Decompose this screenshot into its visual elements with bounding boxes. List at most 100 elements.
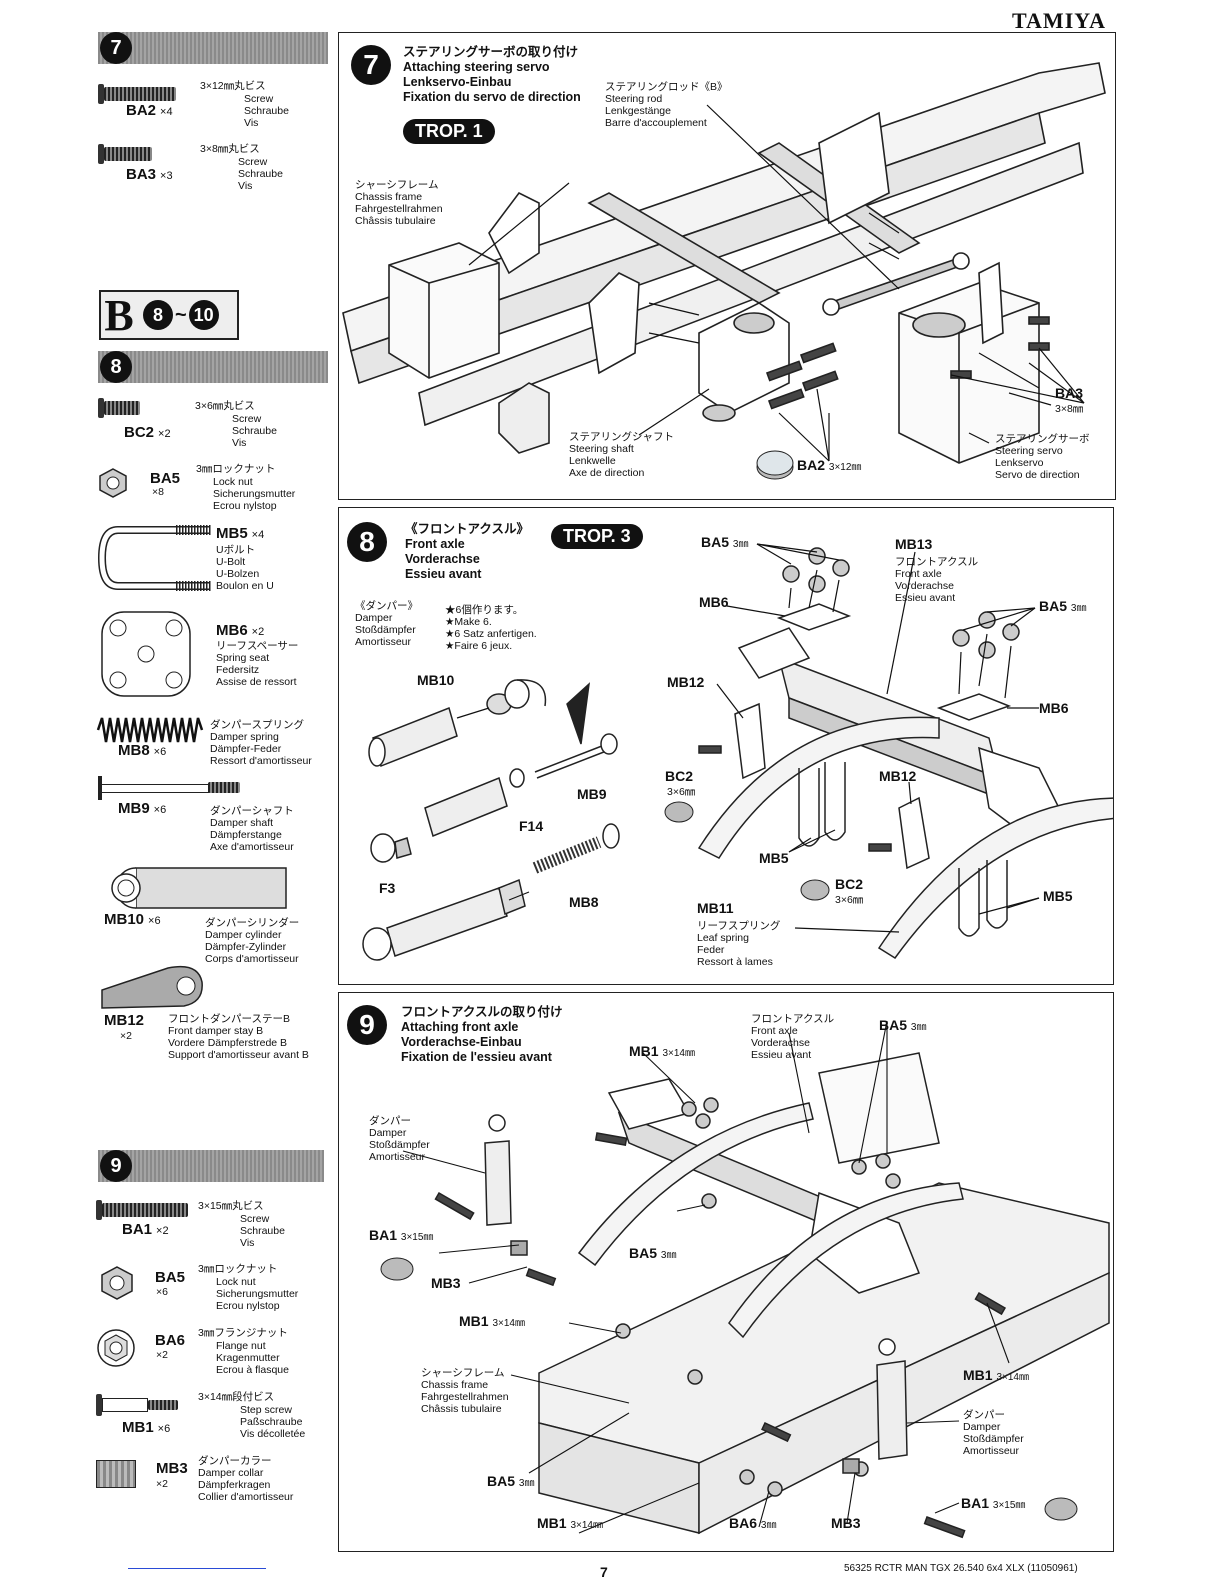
ba1-thread-icon xyxy=(102,1203,188,1217)
mb1-shank-icon xyxy=(102,1398,148,1412)
chassis-frame-label: シャーシフレーム Chassis frame Fahrgestellrahmen… xyxy=(355,179,443,227)
mb8-desc: ダンパースプリング Damper spring Dämpfer-Feder Re… xyxy=(210,719,312,767)
bc2-size: 3×6㎜丸ビス xyxy=(195,400,255,412)
mb5-code: MB5×4 xyxy=(216,525,265,542)
mb12-stay-icon xyxy=(101,965,203,1009)
side-step7-badge: 7 xyxy=(100,32,132,64)
step7-trop-badge: TROP. 1 xyxy=(403,119,495,144)
ba5-bottom-callout: BA5 3㎜ xyxy=(487,1473,535,1489)
mb8-label: MB8 xyxy=(569,894,599,910)
step9-title: フロントアクスルの取り付け Attaching front axle Vorde… xyxy=(401,1005,563,1064)
step8-title: 《フロントアクスル》 Front axle Vorderachse Essieu… xyxy=(405,522,530,581)
mb13-desc: フロントアクスル Front axle Vorderachse Essieu a… xyxy=(895,556,979,604)
ba5-mid-callout: BA5 3㎜ xyxy=(629,1245,677,1261)
ba3-callout: BA3 xyxy=(1055,385,1084,401)
step9-panel: 9 フロントアクスルの取り付け Attaching front axle Vor… xyxy=(338,992,1114,1552)
ba3-thread-icon xyxy=(104,147,152,161)
ba5b-desc: Lock nut Sicherungsmutter Ecrou nylstop xyxy=(216,1276,299,1312)
step8-badge: 8 xyxy=(347,522,387,562)
side-step7-header xyxy=(98,32,328,64)
bc2-label-right: BC2 xyxy=(835,876,864,892)
ba3-size: 3×8㎜丸ビス xyxy=(200,143,260,155)
ba6-desc: Flange nut Kragenmutter Ecrou à flasque xyxy=(216,1340,289,1376)
bc2-size-left: 3×6㎜ xyxy=(667,786,696,798)
step7-title: ステアリングサーボの取り付け Attaching steering servo … xyxy=(403,45,581,104)
ba5-top-callout: BA5 3㎜ xyxy=(701,534,749,550)
mb6-spring-seat-icon xyxy=(101,611,191,697)
ba1-screw-icon xyxy=(96,1200,102,1220)
ba6-code: BA6 xyxy=(155,1332,186,1349)
f14-label: F14 xyxy=(519,818,544,834)
ba5-size: 3㎜ロックナット xyxy=(196,463,276,475)
steering-shaft-label: ステアリングシャフト Steering shaft Lenkwelle Axe … xyxy=(569,431,674,479)
ba2-screw-icon xyxy=(98,84,104,104)
ba6-flange-nut-icon xyxy=(97,1329,135,1367)
damper-label-right: ダンパー Damper Stoßdämpfer Amortisseur xyxy=(963,1409,1024,1457)
step8-trop-badge: TROP. 3 xyxy=(551,524,643,549)
mb6-label-left: MB6 xyxy=(699,594,729,610)
mb1-desc: Step screw Paßschraube Vis décolletée xyxy=(240,1404,306,1440)
mb12-qty: ×2 xyxy=(120,1030,132,1042)
steering-rod-label: ステアリングロッド《B》 Steering rod Lenkgestänge B… xyxy=(605,81,728,129)
mb6-label-right: MB6 xyxy=(1039,700,1069,716)
mb1-code: MB1×6 xyxy=(122,1419,171,1436)
mb6-code: MB6×2 xyxy=(216,622,265,639)
mb3-desc: ダンパーカラー Damper collar Dämpferkragen Coll… xyxy=(198,1455,294,1503)
damper-label-left: ダンパー Damper Stoßdämpfer Amortisseur xyxy=(369,1115,430,1163)
step8-panel: 8 《フロントアクスル》 Front axle Vorderachse Essi… xyxy=(338,507,1114,985)
ba2-size: 3×12㎜丸ビス xyxy=(200,80,266,92)
bc2-label-left: BC2 xyxy=(665,768,694,784)
mb10-code: MB10×6 xyxy=(104,911,161,928)
mb8-spring-icon xyxy=(96,717,204,743)
make-six-note: ★6個作ります。 ★Make 6. ★6 Satz anfertigen. ★F… xyxy=(445,604,537,652)
ba5-code: BA5 xyxy=(150,470,181,487)
page-number: 7 xyxy=(600,1564,608,1580)
mb9-label: MB9 xyxy=(577,786,607,802)
mb10-cylinder-icon xyxy=(111,867,287,909)
mb12-label-left: MB12 xyxy=(667,674,705,690)
parts-bag-range: B 8 ~ 10 xyxy=(99,290,239,340)
mb12-desc: フロントダンパーステーB Front damper stay B Vordere… xyxy=(168,1013,309,1061)
mb1-callout-top: MB1 3×14㎜ xyxy=(629,1043,695,1059)
ba1-desc: Screw Schraube Vis xyxy=(240,1213,285,1249)
side-step9-badge: 9 xyxy=(100,1150,132,1182)
mb1-thread-icon xyxy=(148,1400,178,1410)
mb10-desc: ダンパーシリンダー Damper cylinder Dämpfer-Zylind… xyxy=(205,917,300,965)
side-step8-header xyxy=(98,351,328,383)
mb5-ubolt-icon xyxy=(98,525,212,591)
f3-label: F3 xyxy=(379,880,396,896)
mb11-desc: リーフスプリング Leaf spring Feder Ressort à lam… xyxy=(697,920,781,968)
bag-letter: B xyxy=(104,290,134,340)
ba5b-code: BA5 xyxy=(155,1269,186,1286)
ba5-lock-nut-icon xyxy=(101,1266,133,1300)
brand-logo: TAMIYA xyxy=(1012,8,1107,33)
mb8-code: MB8×6 xyxy=(118,742,167,759)
mb5-label-left: MB5 xyxy=(759,850,789,866)
step8-assembly-drawing xyxy=(362,543,1113,961)
mb12-code: MB12 xyxy=(104,1012,145,1029)
mb5-desc: Uボルト U-Bolt U-Bolzen Boulon en U xyxy=(216,544,274,592)
mb12-label-right: MB12 xyxy=(879,768,917,784)
mb3-callout-left: MB3 xyxy=(431,1275,461,1291)
front-axle-label: フロントアクスル Front axle Vorderachse Essieu a… xyxy=(751,1013,835,1061)
ba3-screw-icon xyxy=(98,144,104,164)
bc2-size-right: 3×6㎜ xyxy=(835,894,864,906)
ba3-desc: Screw Schraube Vis xyxy=(238,156,283,192)
mb3-callout-bottom: MB3 xyxy=(831,1515,861,1531)
side-step8-badge: 8 xyxy=(100,351,132,383)
mb3-qty: ×2 xyxy=(156,1478,168,1490)
mb1-callout-bottom: MB1 3×14㎜ xyxy=(537,1515,603,1531)
mb3-collar-icon xyxy=(96,1460,136,1488)
step9-badge: 9 xyxy=(347,1005,387,1045)
mb11-label: MB11 xyxy=(697,900,734,916)
mb9-desc: ダンパーシャフト Damper shaft Dämpferstange Axe … xyxy=(210,805,294,853)
mb9-shaft-icon xyxy=(102,784,209,793)
ba5-qty: ×8 xyxy=(152,486,164,498)
ba1-callout-bottom: BA1 3×15㎜ xyxy=(961,1495,1026,1511)
bc2-thread-icon xyxy=(104,401,140,415)
ba1-code: BA1×2 xyxy=(122,1221,169,1238)
ba2-desc: Screw Schraube Vis xyxy=(244,93,289,129)
range-from: 8 xyxy=(143,300,173,330)
footer-link-underline[interactable] xyxy=(128,1568,266,1569)
range-sep: ~ xyxy=(175,303,187,326)
